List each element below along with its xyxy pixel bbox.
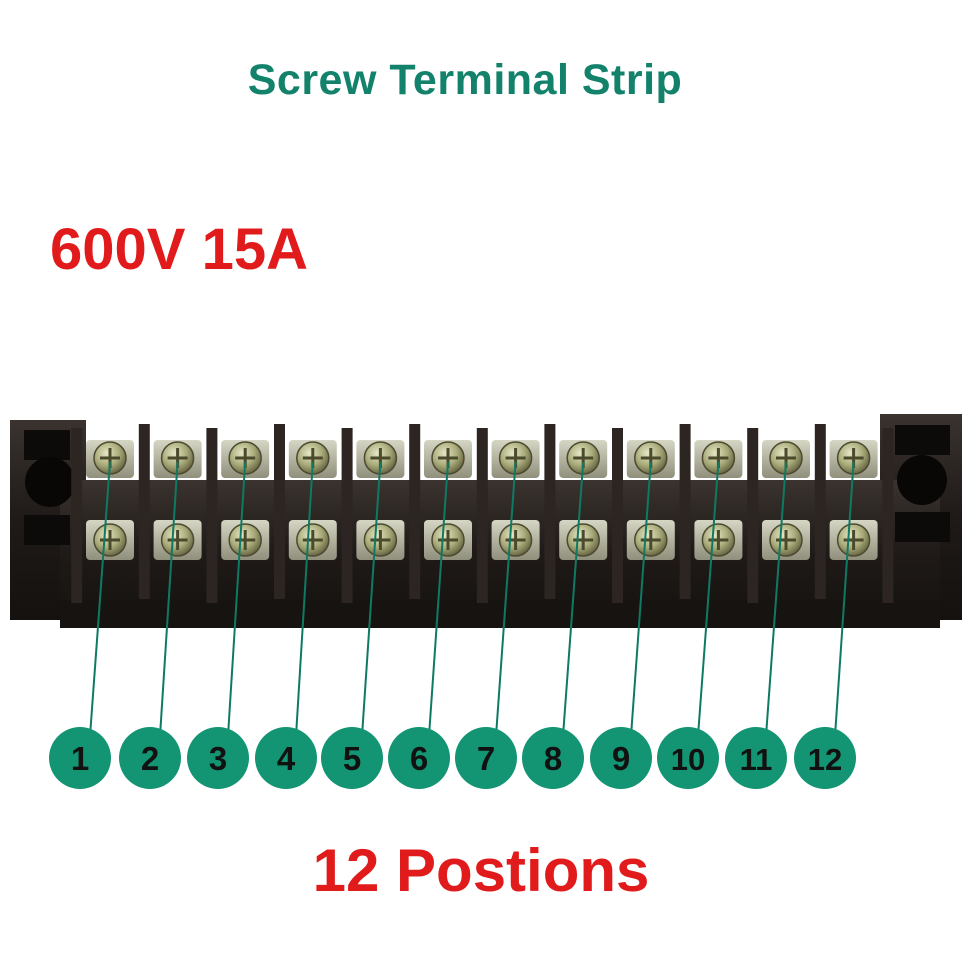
screw-bottom[interactable]: [634, 523, 668, 557]
terminal-screws: [86, 440, 878, 560]
barrier-wall: [138, 424, 150, 599]
barrier-wall: [274, 424, 285, 599]
leader-line: [630, 461, 652, 737]
badge-number: 3: [209, 740, 227, 777]
badge-number: 4: [277, 740, 296, 777]
screw-top[interactable]: [769, 441, 803, 475]
position-badge: 7: [455, 727, 517, 789]
position-badge: 1: [49, 727, 111, 789]
badge-number: 10: [671, 742, 705, 777]
badge-circle: [255, 727, 317, 789]
rating-label: 600V 15A: [50, 217, 308, 282]
badge-circle: [590, 727, 652, 789]
barrier-wall: [206, 428, 218, 603]
leader-line: [495, 461, 517, 737]
badge-circle: [119, 727, 181, 789]
positions-caption: 12 Postions: [312, 837, 650, 904]
badge-number: 12: [808, 742, 842, 777]
badge-number: 8: [544, 740, 562, 777]
screw-bottom[interactable]: [296, 523, 330, 557]
barrier-wall: [814, 424, 826, 599]
badge-circle: [725, 727, 787, 789]
barrier-wall: [882, 428, 894, 603]
position-badge: 5: [321, 727, 383, 789]
badge-circle: [49, 727, 111, 789]
badge-number: 6: [410, 740, 428, 777]
badge-circle: [187, 727, 249, 789]
position-badge: 2: [119, 727, 181, 789]
screw-top[interactable]: [160, 441, 195, 475]
screw-bottom[interactable]: [701, 523, 736, 557]
barrier-wall: [341, 428, 353, 603]
badge-circle: [388, 727, 450, 789]
screw-top[interactable]: [363, 441, 398, 475]
screw-bottom[interactable]: [93, 523, 127, 557]
leader-line: [697, 461, 720, 737]
badge-circle: [657, 727, 719, 789]
barrier-wall: [409, 424, 421, 599]
position-badge: 6: [388, 727, 450, 789]
position-badge: 11: [725, 727, 787, 789]
screw-bottom[interactable]: [160, 523, 195, 557]
leader-line: [765, 461, 787, 737]
barrier-wall: [71, 428, 83, 603]
position-badge: 10: [657, 727, 719, 789]
screw-top[interactable]: [701, 441, 736, 475]
screw-bottom[interactable]: [566, 523, 600, 557]
screw-bottom[interactable]: [431, 523, 465, 557]
terminal-barriers: [71, 424, 894, 603]
mounting-hole-left: [25, 457, 75, 507]
badge-circle: [522, 727, 584, 789]
barrier-wall: [544, 424, 556, 599]
leader-line: [159, 461, 179, 737]
badge-circle: [794, 727, 856, 789]
screw-bottom[interactable]: [228, 523, 262, 557]
badge-number: 2: [141, 740, 159, 777]
badge-number: 7: [477, 740, 495, 777]
leader-line: [227, 461, 247, 737]
leader-lines: [89, 461, 855, 737]
badge-circle: [321, 727, 383, 789]
position-badge: 4: [255, 727, 317, 789]
position-badge: 12: [794, 727, 856, 789]
badge-number: 11: [740, 742, 773, 777]
badge-number: 1: [71, 740, 89, 777]
barrier-wall: [747, 428, 759, 603]
position-badge: 8: [522, 727, 584, 789]
leader-line: [834, 461, 855, 737]
screw-bottom[interactable]: [498, 523, 533, 557]
barrier-wall: [612, 428, 623, 603]
mounting-hole-right: [897, 455, 947, 505]
leader-line: [295, 461, 314, 737]
position-badge: 9: [590, 727, 652, 789]
position-badge: 3: [187, 727, 249, 789]
screw-bottom[interactable]: [769, 523, 803, 557]
leader-line: [89, 461, 111, 737]
barrier-wall: [476, 428, 488, 603]
barrier-wall: [679, 424, 691, 599]
screw-bottom[interactable]: [836, 523, 871, 557]
leader-line: [361, 461, 382, 737]
leader-line: [428, 461, 449, 737]
badge-number: 9: [612, 740, 630, 777]
badge-circle: [455, 727, 517, 789]
product-title: Screw Terminal Strip: [247, 56, 683, 104]
badge-number: 5: [343, 740, 361, 777]
leader-line: [562, 461, 585, 737]
screw-bottom[interactable]: [363, 523, 398, 557]
